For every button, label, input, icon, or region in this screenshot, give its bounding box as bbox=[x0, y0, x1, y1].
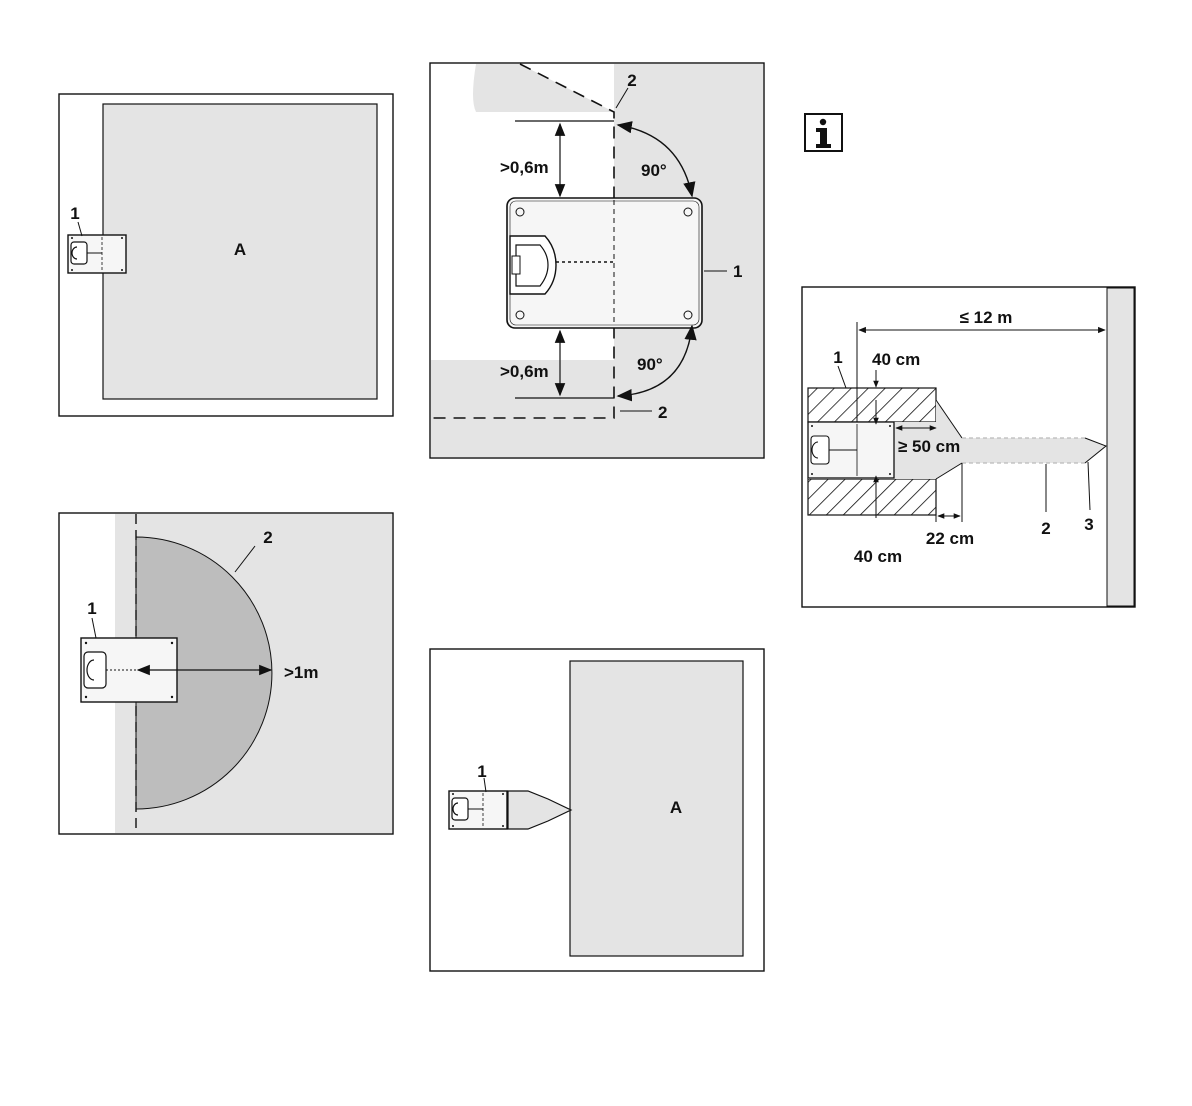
figure-1-placement: 1 A bbox=[59, 94, 393, 416]
wall bbox=[1107, 288, 1134, 606]
mowing-area bbox=[570, 661, 743, 956]
docking-station bbox=[68, 235, 126, 273]
figure-2-clearance: 2 1 2 >0,6m >0,6m 90° 90° bbox=[430, 63, 764, 458]
station-label: 1 bbox=[733, 262, 742, 281]
station-label: 1 bbox=[477, 762, 486, 781]
clearance-label-top: >0,6m bbox=[500, 158, 549, 177]
figure-4-corridor-placement: 1 A bbox=[430, 649, 764, 971]
docking-station bbox=[808, 422, 894, 478]
top-margin-label: 40 cm bbox=[872, 350, 920, 369]
obstacle-bottom bbox=[808, 479, 936, 515]
max-distance-label: ≤ 12 m bbox=[960, 308, 1013, 327]
wire-label: 2 bbox=[1041, 519, 1050, 538]
wire-label-bottom: 2 bbox=[658, 403, 667, 422]
figure-3-free-zone: 2 1 >1m bbox=[59, 513, 393, 834]
station-label: 1 bbox=[70, 204, 79, 223]
station-label: 1 bbox=[833, 348, 842, 367]
corridor-width-label: 22 cm bbox=[926, 529, 974, 548]
angle-label-bottom: 90° bbox=[637, 355, 663, 374]
obstacle-top bbox=[808, 388, 936, 422]
bottom-margin-label: 40 cm bbox=[854, 547, 902, 566]
angle-label-top: 90° bbox=[641, 161, 667, 180]
figure-5-narrow-passage: ≤ 12 m 1 40 cm ≥ 50 cm 40 cm 22 cm 2 3 bbox=[802, 287, 1135, 607]
clearance-label: >1m bbox=[284, 663, 319, 682]
zone-label: 2 bbox=[263, 528, 272, 547]
wire-label-top: 2 bbox=[627, 71, 636, 90]
docking-station bbox=[449, 791, 507, 829]
station-label: 1 bbox=[87, 599, 96, 618]
area-label: A bbox=[670, 798, 682, 817]
point-label: 3 bbox=[1084, 515, 1093, 534]
min-length-label: ≥ 50 cm bbox=[898, 437, 960, 456]
area-label: A bbox=[234, 240, 246, 259]
clearance-label-bottom: >0,6m bbox=[500, 362, 549, 381]
docking-station-large bbox=[507, 198, 702, 328]
info-icon bbox=[805, 114, 842, 151]
